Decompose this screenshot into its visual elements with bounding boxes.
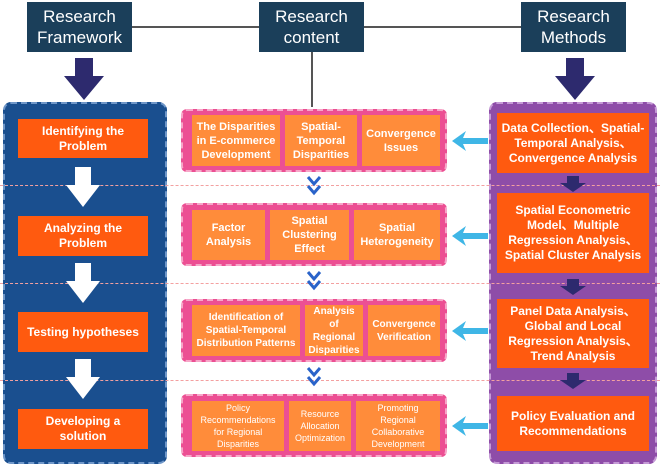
row-separator (0, 185, 660, 186)
content-item: Spatial Clustering Effect (270, 210, 349, 260)
content-item: Resource Allocation Optimization (289, 401, 351, 451)
connector-line-right (364, 26, 521, 28)
method-2: Spatial Econometric Model、Multiple Regre… (497, 193, 649, 273)
content-item: Policy Recommendations for Regional Disp… (192, 401, 284, 451)
down-arrow-icon (560, 176, 586, 192)
framework-step-1: Identifying the Problem (18, 119, 148, 158)
row-separator (0, 283, 660, 284)
content-item: Analysis of Regional Disparities (305, 305, 363, 356)
down-arrow-icon (560, 279, 586, 295)
content-item: Spatial Heterogeneity (354, 210, 440, 260)
content-item: Factor Analysis (192, 210, 265, 260)
framework-step-3: Testing hypotheses (18, 312, 148, 352)
content-item: The Disparities in E-commerce Developmen… (192, 115, 280, 166)
row-separator (0, 380, 660, 381)
content-item: Convergence Issues (362, 115, 440, 166)
method-3: Panel Data Analysis、Global and Local Reg… (497, 299, 649, 368)
connector-line-left (132, 26, 259, 28)
down-arrow-icon (555, 58, 595, 100)
white-down-arrow-icon (66, 359, 100, 399)
double-chevron-down-icon (306, 367, 322, 387)
content-item: Spatial-Temporal Disparities (285, 115, 357, 166)
content-item: Identification of Spatial-Temporal Distr… (192, 305, 300, 356)
left-arrow-icon (452, 131, 488, 151)
framework-step-2: Analyzing the Problem (18, 216, 148, 256)
header-research-framework: Research Framework (27, 2, 132, 52)
down-arrow-icon (64, 58, 104, 100)
connector-line-down (311, 52, 313, 107)
framework-step-4: Developing a solution (18, 409, 148, 449)
left-arrow-icon (452, 226, 488, 246)
header-research-methods: Research Methods (521, 2, 626, 52)
content-item: Convergence Verification (368, 305, 440, 356)
method-4: Policy Evaluation and Recommendations (497, 396, 649, 451)
double-chevron-down-icon (306, 176, 322, 196)
white-down-arrow-icon (66, 167, 100, 207)
down-arrow-icon (560, 373, 586, 389)
left-arrow-icon (452, 416, 488, 436)
method-1: Data Collection、Spatial-Temporal Analysi… (497, 113, 649, 173)
double-chevron-down-icon (306, 271, 322, 291)
left-arrow-icon (452, 321, 488, 341)
content-item: Promoting Regional Collaborative Develop… (356, 401, 440, 451)
header-research-content: Research content (259, 2, 364, 52)
white-down-arrow-icon (66, 263, 100, 303)
